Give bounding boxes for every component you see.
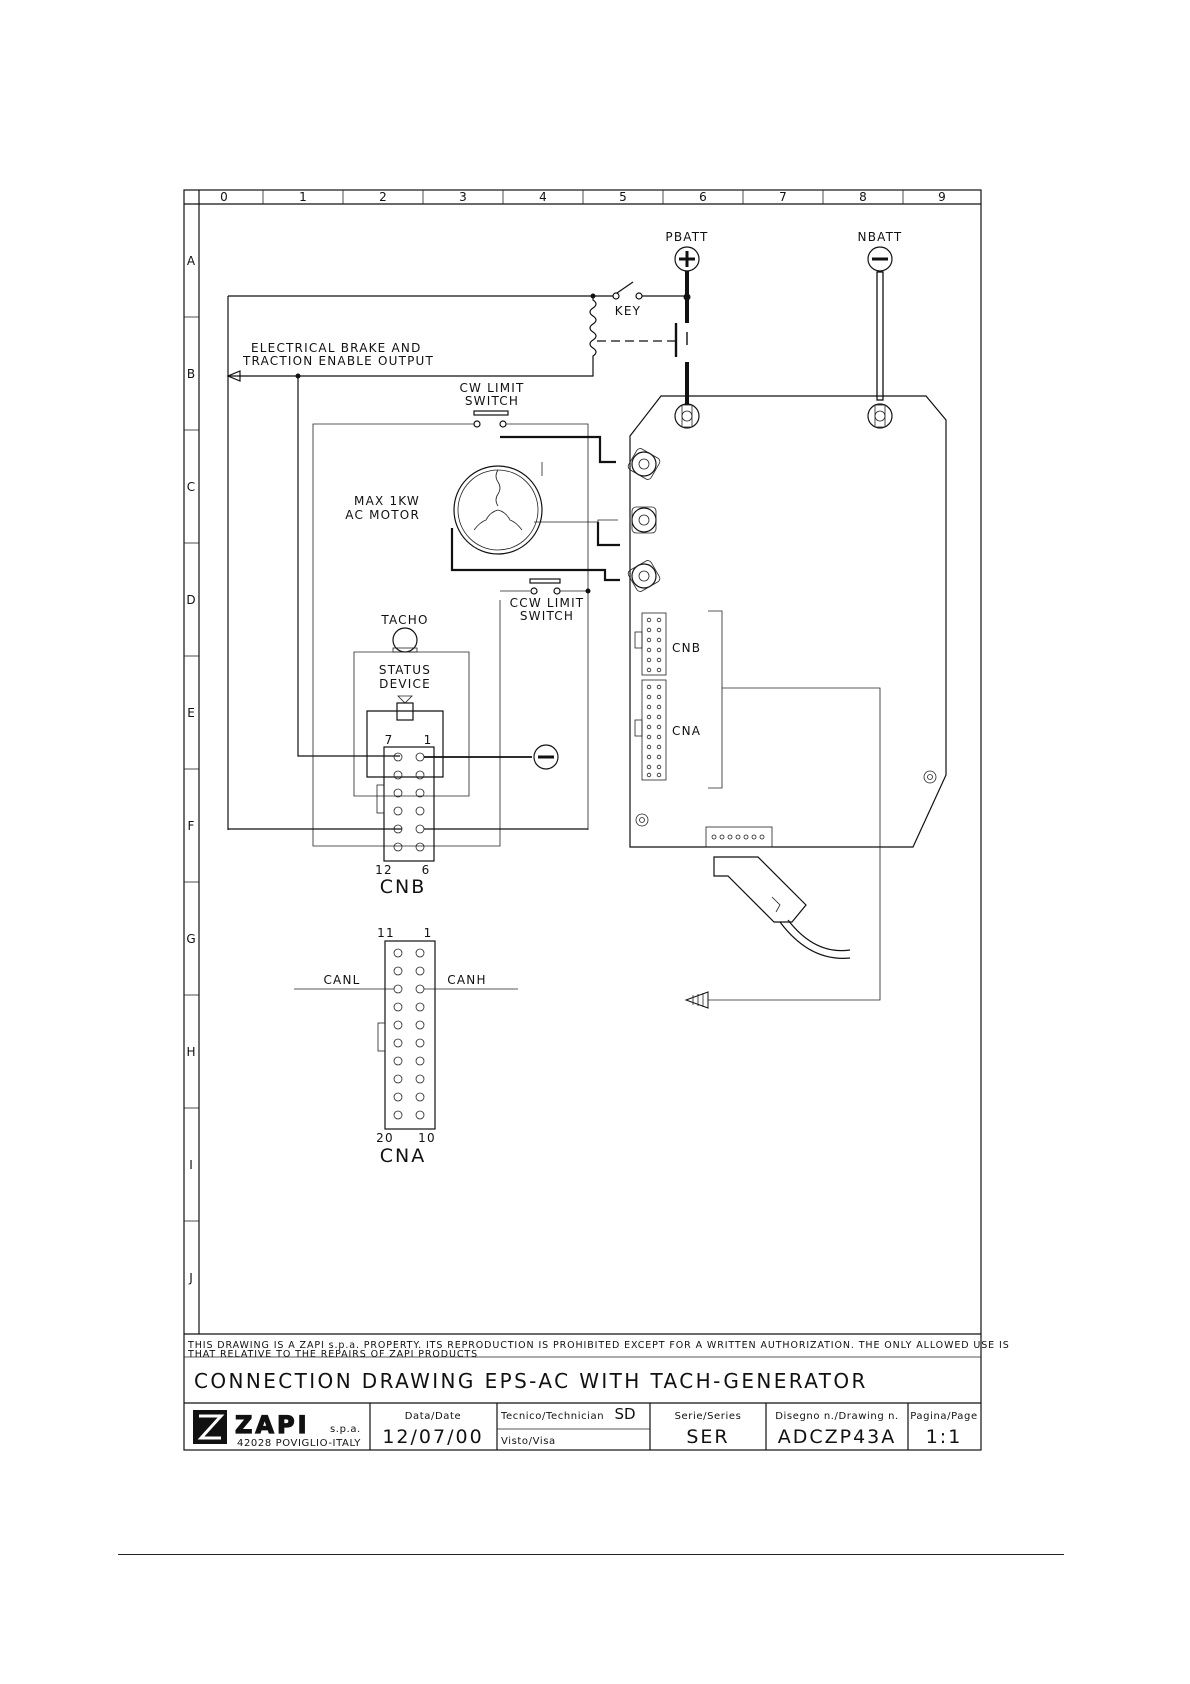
grid-col-2: 2	[379, 190, 387, 204]
cna-pin-11: 11	[377, 926, 395, 940]
page-value: 1:1	[926, 1426, 963, 1448]
grid-row-d: D	[186, 593, 195, 607]
grid-row-h: H	[186, 1045, 195, 1059]
date-value: 12/07/00	[382, 1426, 483, 1448]
ccw-label-line1: CCW LIMIT	[510, 596, 585, 610]
grid-col-0: 0	[220, 190, 228, 204]
page-label: Pagina/Page	[910, 1411, 977, 1422]
cw-label-line1: CW LIMIT	[459, 381, 524, 395]
cw-limit-switch: CW LIMIT SWITCH	[312, 381, 589, 847]
brake-label-line2: TRACTION ENABLE OUTPUT	[242, 354, 434, 368]
grid-col-9: 9	[938, 190, 946, 204]
cw-label-line2: SWITCH	[465, 394, 519, 408]
notice-line2: THAT RELATIVE TO THE REPAIRS OF ZAPI PRO…	[187, 1349, 478, 1360]
grid-row-g: G	[186, 932, 195, 946]
pbatt-terminal: PBATT	[665, 230, 708, 323]
grid-row-b: B	[187, 367, 195, 381]
grid-col-4: 4	[539, 190, 547, 204]
cna-connector: 11 1 CANL CANH 20 10 CNA	[294, 926, 518, 1167]
eps-ac-controller: CNB CNA	[627, 395, 947, 1009]
key-switch: KEY	[593, 281, 686, 318]
brake-label-line1: ELECTRICAL BRAKE AND	[251, 341, 422, 355]
grid-column-labels: 0 1 2 3 4 5 6 7 8 9	[220, 190, 946, 204]
status-label-line2: DEVICE	[379, 677, 431, 691]
company-suffix: s.p.a.	[330, 1424, 361, 1435]
date-label: Data/Date	[405, 1411, 462, 1422]
cnb-pin-1: 1	[424, 733, 433, 747]
technician-value: SD	[614, 1405, 635, 1423]
motor-label-line2: AC MOTOR	[345, 508, 420, 522]
company-name: ZAPI	[235, 1411, 310, 1439]
status-label-line1: STATUS	[379, 663, 431, 677]
cna-pin-1: 1	[424, 926, 433, 940]
notice-line1: THIS DRAWING IS A ZAPI s.p.a. PROPERTY. …	[187, 1340, 1010, 1351]
minus-terminal-icon	[533, 744, 559, 770]
visto-label: Visto/Visa	[501, 1436, 556, 1447]
b-minus-terminal	[867, 403, 893, 429]
grid-col-7: 7	[779, 190, 787, 204]
tacho-assembly: TACHO STATUS DEVICE	[353, 613, 470, 797]
grid-row-j: J	[188, 1271, 193, 1285]
serial-plug-icon	[713, 856, 807, 923]
cna-pin-10: 10	[418, 1131, 436, 1145]
series-value: SER	[686, 1426, 729, 1448]
motor-icon	[453, 465, 543, 555]
technician-label: Tecnico/Technician	[500, 1411, 604, 1422]
cna-label: CNA	[380, 1145, 426, 1167]
b-plus-terminal	[674, 403, 700, 429]
motor-terminal-w	[627, 560, 661, 592]
grid-row-labels: A B C D E F G H I J	[186, 254, 196, 1285]
drawing-title: CONNECTION DRAWING EPS-AC WITH TACH-GENE…	[194, 1369, 868, 1393]
tacho-label: TACHO	[380, 613, 428, 627]
drawing-number-value: ADCZP43A	[778, 1426, 897, 1448]
cnb-pin-7: 7	[385, 733, 394, 747]
motor-label-line1: MAX 1KW	[354, 494, 420, 508]
cna-pin-20: 20	[376, 1131, 394, 1145]
grid-row-e: E	[187, 706, 195, 720]
cnb-connector: 7 1 12 6 CNB	[228, 733, 588, 898]
page-footer-rule	[118, 1554, 1064, 1555]
nbatt-terminal: NBATT	[858, 230, 903, 401]
motor-terminal-u	[627, 448, 661, 480]
cnb-pin-12: 12	[375, 863, 393, 877]
drawing-frame	[183, 189, 982, 1451]
title-block: THIS DRAWING IS A ZAPI s.p.a. PROPERTY. …	[187, 1340, 1010, 1450]
brake-output: ELECTRICAL BRAKE AND TRACTION ENABLE OUT…	[226, 295, 593, 830]
grid-row-c: C	[187, 480, 195, 494]
grid-col-6: 6	[699, 190, 707, 204]
minus-terminal-icon	[867, 246, 893, 272]
cnb-pin-6: 6	[422, 863, 431, 877]
grid-col-8: 8	[859, 190, 867, 204]
cnb-label: CNB	[380, 876, 427, 898]
ac-motor: MAX 1KW AC MOTOR	[345, 435, 620, 582]
ccw-label-line2: SWITCH	[520, 609, 574, 623]
grid-col-1: 1	[299, 190, 307, 204]
canl-label: CANL	[323, 973, 360, 987]
controller-cnb-label: CNB	[672, 641, 701, 655]
key-label: KEY	[615, 304, 641, 318]
nbatt-label: NBATT	[858, 230, 903, 244]
grid-row-f: F	[188, 819, 195, 833]
company-address: 42028 POVIGLIO-ITALY	[237, 1438, 361, 1449]
grid-row-i: I	[189, 1158, 193, 1172]
drawing-number-label: Disegno n./Drawing n.	[775, 1411, 899, 1422]
grid-col-5: 5	[619, 190, 627, 204]
zapi-logo: ZAPI s.p.a. 42028 POVIGLIO-ITALY	[193, 1410, 361, 1449]
grid-row-a: A	[187, 254, 196, 268]
pbatt-label: PBATT	[665, 230, 708, 244]
motor-terminal-v	[631, 506, 657, 534]
controller-cna-label: CNA	[672, 724, 701, 738]
canh-label: CANH	[447, 973, 486, 987]
series-label: Serie/Series	[675, 1411, 742, 1422]
ccw-limit-switch: CCW LIMIT SWITCH	[500, 578, 591, 623]
grid-col-3: 3	[459, 190, 467, 204]
tacho-icon	[392, 627, 418, 653]
